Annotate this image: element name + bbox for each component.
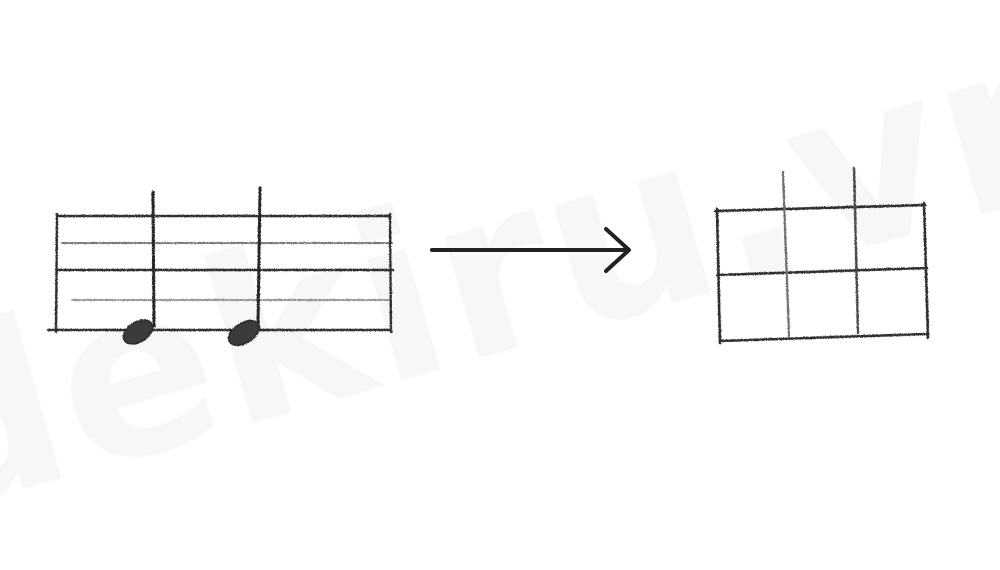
staff-barline-right	[388, 212, 393, 334]
grid-line	[715, 207, 722, 345]
diagram-canvas	[46, 166, 930, 347]
note-stem	[256, 186, 262, 327]
grid-line	[852, 166, 860, 335]
grid-line	[715, 266, 929, 277]
note-stem	[151, 190, 156, 328]
note-head	[122, 319, 154, 345]
right-arrow-icon	[430, 227, 631, 273]
grid-line	[781, 170, 791, 338]
music-staff	[46, 186, 395, 347]
note-head	[227, 319, 261, 347]
grid-line	[922, 201, 930, 340]
chord-grid	[713, 166, 930, 345]
staff-barline-left	[54, 212, 59, 334]
grid-line	[713, 203, 927, 213]
grid-line	[718, 332, 929, 343]
